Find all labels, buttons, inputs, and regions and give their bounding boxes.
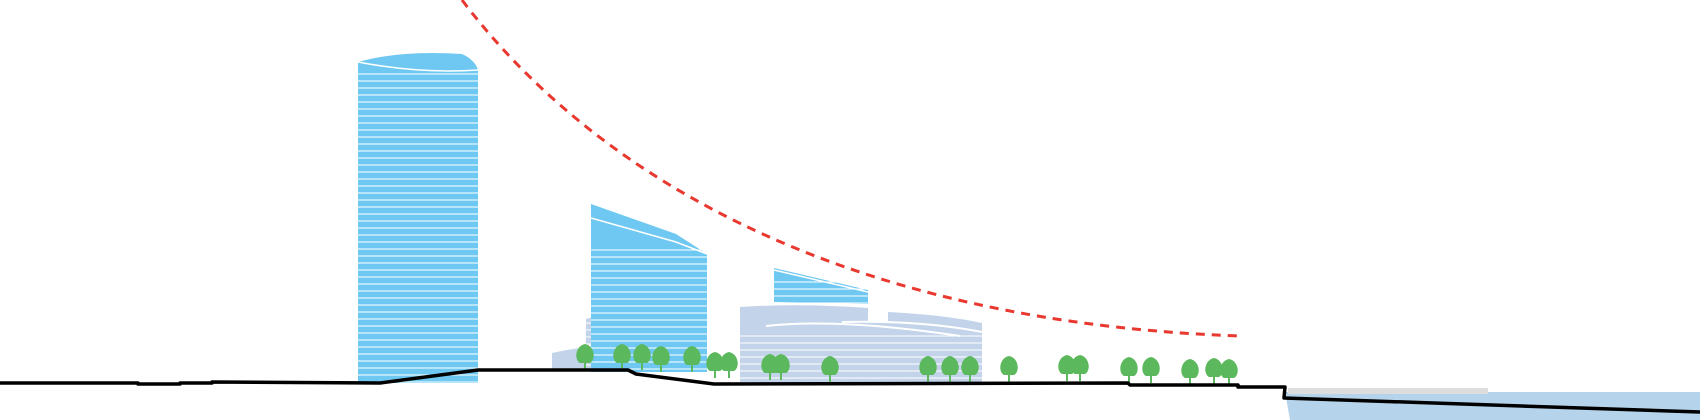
tree-icon: [961, 356, 979, 382]
tree-icon: [1000, 356, 1018, 382]
tower-tall: [357, 53, 479, 383]
tree-icon: [1205, 358, 1223, 384]
tower-mid-floor-lines: [591, 249, 707, 370]
tree-icon: [613, 344, 631, 370]
tree-icon: [706, 352, 724, 378]
tower-small-floor-lines: [774, 281, 868, 304]
tree-icon: [1120, 357, 1138, 383]
tower-tall-floor-lines: [358, 73, 478, 383]
tower-mid: [590, 204, 708, 372]
tree-icon: [1181, 359, 1199, 385]
tree-icon: [633, 344, 651, 370]
tree-icon: [1071, 355, 1089, 381]
tree-icon: [576, 344, 594, 370]
tree-icon: [821, 356, 839, 382]
tree-row: [576, 344, 1238, 385]
tree-icon: [1058, 355, 1076, 381]
tower-small: [773, 268, 869, 304]
ground-line: [0, 368, 1700, 414]
tree-icon: [772, 354, 790, 380]
waterfront-pier: [1288, 388, 1488, 394]
tree-icon: [919, 356, 937, 382]
tree-icon: [1142, 357, 1160, 383]
tree-icon: [683, 346, 701, 372]
skyline-envelope-curve: [460, 0, 1241, 338]
tree-icon: [720, 352, 738, 378]
tree-icon: [1220, 359, 1238, 385]
tree-icon: [941, 356, 959, 382]
tree-icon: [652, 346, 670, 372]
